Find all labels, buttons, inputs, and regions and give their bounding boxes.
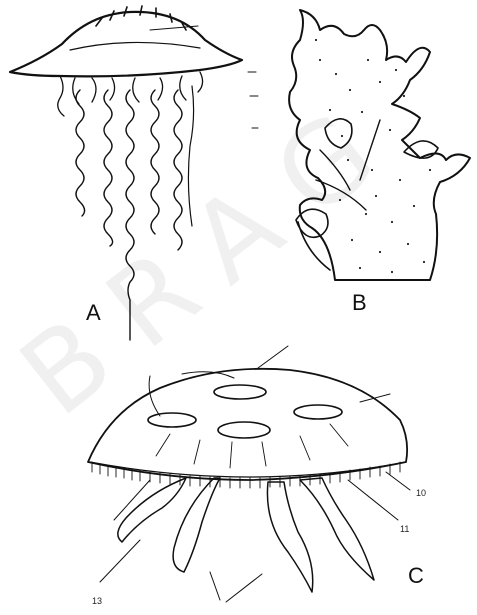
watermark: BRAG — [0, 68, 424, 441]
panel-label-b: B — [352, 290, 367, 316]
callout-11: 11 — [400, 524, 409, 534]
callout-13: 13 — [92, 596, 102, 606]
callout-10: 10 — [416, 488, 426, 498]
panel-label-c: C — [408, 563, 424, 589]
panel-label-a: A — [86, 300, 101, 326]
